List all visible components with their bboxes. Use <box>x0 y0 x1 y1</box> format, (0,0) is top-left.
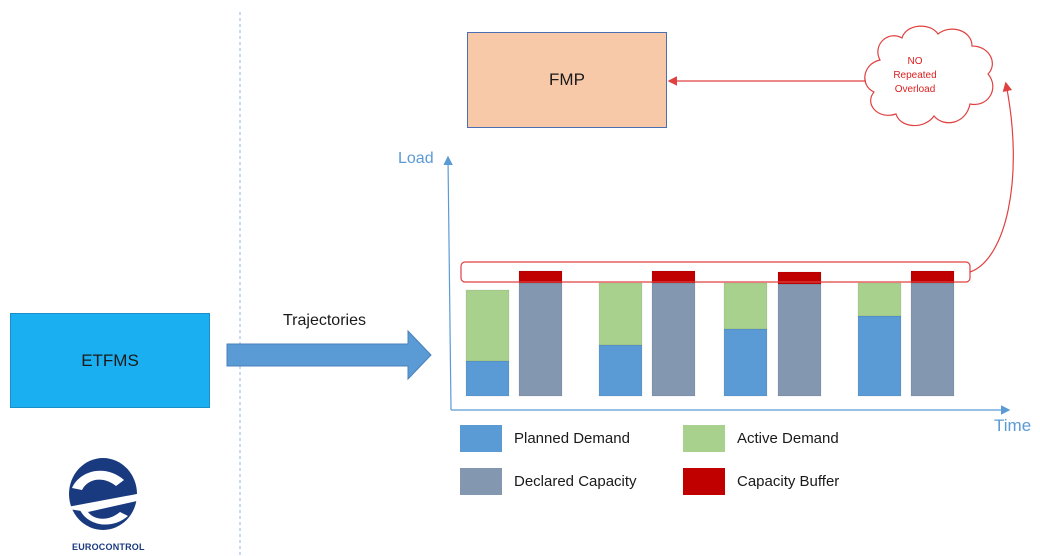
legend-buffer: Capacity Buffer <box>683 468 839 495</box>
logo-text: EUROCONTROL <box>72 542 145 552</box>
feedback-curve-arrow <box>969 81 1014 273</box>
fmp-box: FMP <box>467 32 667 128</box>
bar-groups <box>465 270 955 397</box>
eurocontrol-logo-icon <box>62 458 158 530</box>
active-demand-bar <box>857 282 902 317</box>
cloud-line-1: NO <box>907 56 923 67</box>
legend-label-planned: Planned Demand <box>514 430 630 447</box>
planned-demand-bar <box>465 360 510 397</box>
legend-planned: Planned Demand <box>460 425 630 452</box>
cloud-text: NO Repeated Overload <box>880 55 950 97</box>
legend-swatch-buffer <box>683 468 725 495</box>
trajectories-arrow <box>226 329 432 381</box>
planned-demand-bar <box>723 328 768 397</box>
legend-label-buffer: Capacity Buffer <box>737 473 840 490</box>
etfms-box: ETFMS <box>10 313 210 408</box>
legend-active: Active Demand <box>683 425 839 452</box>
legend-swatch-active <box>683 425 725 452</box>
fmp-label: FMP <box>549 70 585 89</box>
cloud-line-3: Overload <box>894 84 936 95</box>
y-axis-label: Load <box>398 150 434 167</box>
legend-label-declared: Declared Capacity <box>514 473 637 490</box>
declared-capacity-bar <box>518 282 563 397</box>
declared-capacity-bar <box>910 282 955 397</box>
legend-swatch-planned <box>460 425 502 452</box>
capacity-buffer-bar <box>777 271 822 285</box>
active-demand-bar <box>465 289 510 362</box>
active-demand-bar <box>598 282 643 346</box>
etfms-label: ETFMS <box>81 350 139 370</box>
overload-cloud <box>864 25 994 127</box>
trajectories-label: Trajectories <box>283 312 366 329</box>
legend-swatch-declared <box>460 468 502 495</box>
declared-capacity-bar <box>777 283 822 397</box>
y-axis <box>443 155 453 411</box>
x-axis-label: Time <box>994 416 1032 435</box>
planned-demand-bar <box>857 315 902 397</box>
active-demand-bar <box>723 282 768 330</box>
legend-declared: Declared Capacity <box>460 468 637 495</box>
capacity-buffer-bar <box>651 270 696 284</box>
planned-demand-bar <box>598 344 643 397</box>
cloud-line-2: Repeated <box>893 70 937 81</box>
capacity-buffer-bar <box>518 270 563 284</box>
declared-capacity-bar <box>651 282 696 397</box>
legend-label-active: Active Demand <box>737 430 839 447</box>
capacity-buffer-bar <box>910 270 955 284</box>
